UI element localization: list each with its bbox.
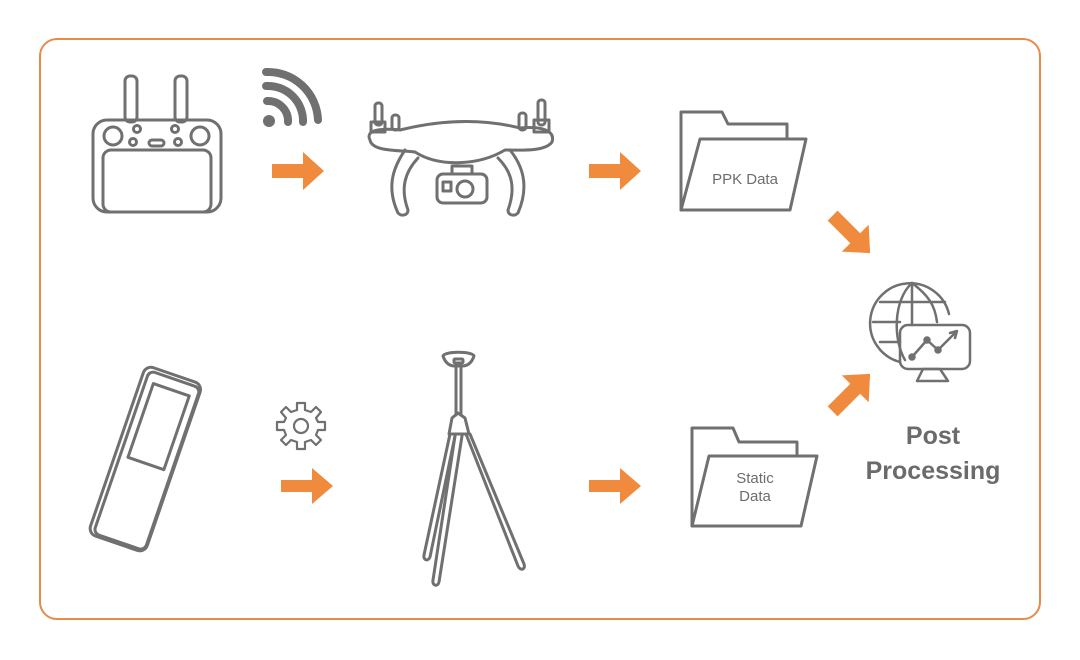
gear-icon (275, 401, 327, 451)
arrow-right-icon (281, 468, 333, 504)
static-data-label: Static Data (700, 470, 810, 506)
arrow-right-icon (589, 468, 641, 504)
post-processing-label-line2: Processing (865, 457, 1001, 485)
static-data-label-line2: Data (739, 488, 771, 505)
ppk-data-label: PPK Data (712, 171, 778, 188)
remote-controller-icon (91, 74, 223, 214)
folder-icon (690, 426, 819, 528)
gnss-tripod-icon (422, 350, 526, 587)
arrow-up-right-icon (827, 373, 871, 417)
wifi-icon (262, 67, 322, 127)
static-data-label-line1: Static (736, 470, 774, 487)
folder-icon (679, 110, 808, 212)
diagram-frame (39, 38, 1041, 620)
globe-monitor-chart-icon (868, 281, 972, 383)
post-processing-label-line1: Post (905, 422, 961, 450)
arrows (272, 152, 871, 504)
arrow-right-icon (589, 152, 641, 190)
arrow-right-icon (272, 152, 324, 190)
post-processing-label: Post Processing (848, 419, 1018, 489)
handheld-controller-icon (88, 365, 202, 553)
drone-icon (367, 98, 555, 217)
arrow-down-right-icon (827, 210, 871, 254)
